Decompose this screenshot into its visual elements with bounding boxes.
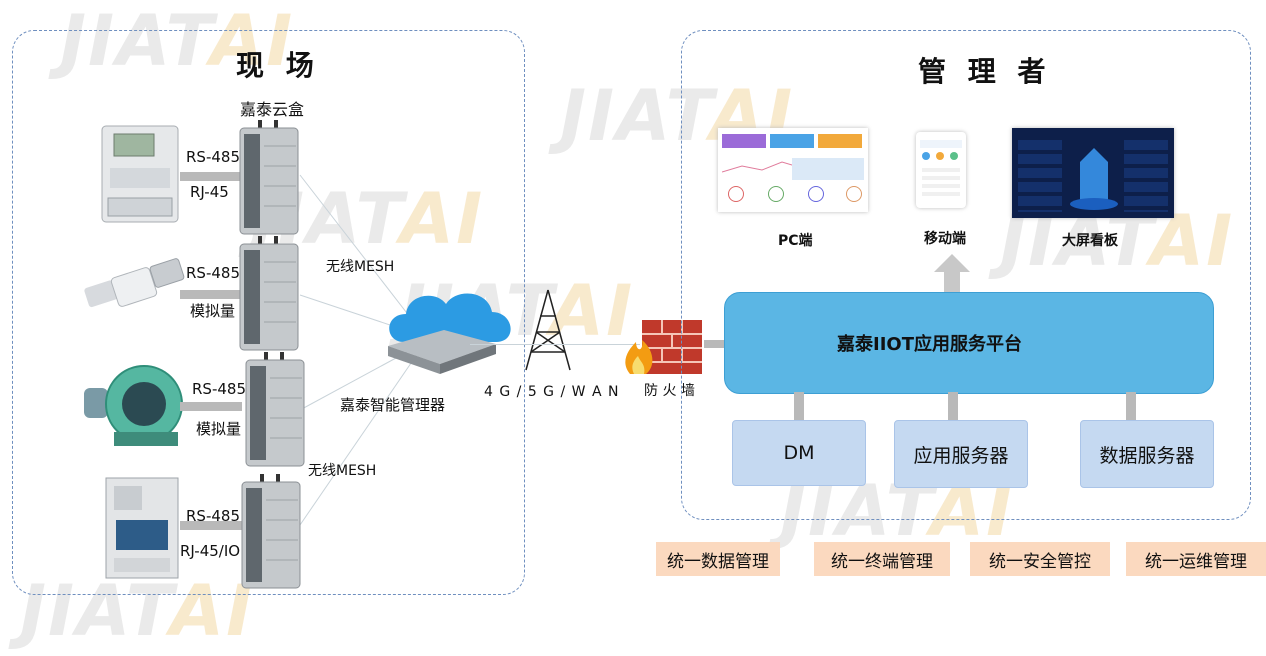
port-label: 模拟量 xyxy=(190,302,236,320)
field-panel xyxy=(12,30,525,595)
mobile-app-icon xyxy=(916,132,966,208)
unified-security-chip: 统一安全管控 xyxy=(970,542,1110,576)
client-label-pc: PC端 xyxy=(778,233,813,249)
pc-dashboard-icon xyxy=(718,128,868,212)
server-dm: DM xyxy=(732,420,866,486)
cloud-box-gateway-icon xyxy=(245,352,305,467)
admin-title: 管 理 者 xyxy=(918,55,1052,88)
cloud-box-gateway-icon xyxy=(239,236,299,351)
big-screen-icon xyxy=(1012,128,1174,218)
watermark-logo: JIATAI xyxy=(60,0,295,82)
link-bar xyxy=(180,402,242,411)
mesh-label: 无线MESH xyxy=(308,463,377,479)
cloud-box-gateway-icon xyxy=(241,474,301,589)
cloud-box-label: 嘉泰云盒 xyxy=(240,100,305,119)
port-label: RS-485 xyxy=(186,264,240,282)
client-label-mobile: 移动端 xyxy=(924,231,966,247)
admin-panel xyxy=(681,30,1251,520)
unified-terminal-chip: 统一终端管理 xyxy=(814,542,950,576)
server-data: 数据服务器 xyxy=(1080,420,1214,488)
link-bar xyxy=(180,521,242,530)
meter-icon xyxy=(101,125,179,223)
port-label: RJ-45/IO xyxy=(180,542,241,560)
firewall-icon xyxy=(625,320,702,374)
wan-label: 4 G / 5 G / W A N xyxy=(484,384,620,400)
spark-sensor-icon xyxy=(84,258,185,308)
port-label: RS-485 xyxy=(186,507,240,525)
cloud-box-gateway-icon xyxy=(239,120,299,235)
platform-label: 嘉泰IIOT应用服务平台 xyxy=(837,334,1022,355)
cabinet-icon xyxy=(105,477,179,579)
port-label: RS-485 xyxy=(186,148,240,166)
iiot-platform: 嘉泰IIOT应用服务平台 xyxy=(724,292,1214,394)
unified-ops-chip: 统一运维管理 xyxy=(1126,542,1266,576)
watermark-logo: JIATAI xyxy=(20,570,255,652)
server-app: 应用服务器 xyxy=(894,420,1028,488)
wan-link xyxy=(470,344,640,345)
link-bar xyxy=(180,172,242,181)
link-bar xyxy=(704,340,724,348)
cloud-manager-icon xyxy=(388,293,511,374)
mesh-label: 无线MESH xyxy=(326,259,395,275)
link-bar xyxy=(794,392,804,420)
link-bar xyxy=(948,392,958,420)
port-label: RS-485 xyxy=(192,380,246,398)
port-label: RJ-45 xyxy=(190,183,229,201)
client-label-bigscreen: 大屏看板 xyxy=(1062,233,1118,249)
port-label: 模拟量 xyxy=(196,420,242,438)
up-arrow-icon xyxy=(934,254,970,294)
tower-icon xyxy=(525,289,571,371)
firewall-label: 防 火 墙 xyxy=(644,383,695,399)
unified-data-chip: 统一数据管理 xyxy=(656,542,780,576)
manager-label: 嘉泰智能管理器 xyxy=(340,396,446,414)
fan-icon xyxy=(84,365,183,446)
link-bar xyxy=(180,290,242,299)
link-bar xyxy=(1126,392,1136,420)
field-title: 现 场 xyxy=(236,49,320,82)
